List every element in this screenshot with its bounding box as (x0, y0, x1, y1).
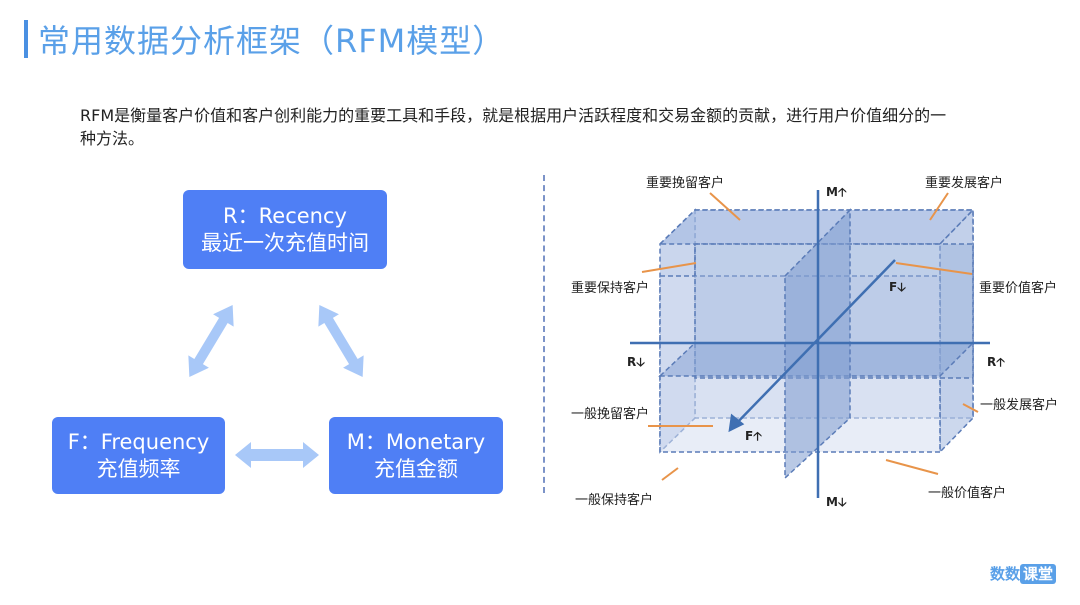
relationship-arrows (188, 304, 364, 468)
arrow-r-m (318, 304, 364, 378)
label-important-retain: 重要挽留客户 (646, 176, 725, 191)
arrow-r-f (188, 304, 234, 378)
monetary-box: M：Monetary 充值金额 (329, 417, 503, 494)
label-important-develop: 重要发展客户 (925, 176, 1004, 191)
recency-box: R：Recency 最近一次充值时间 (183, 190, 387, 269)
label-general-develop: 一般发展客户 (980, 398, 1059, 413)
leader-lines (641, 192, 979, 481)
m-down-label: M🡣 (826, 495, 847, 509)
intro-text: RFM是衡量客户价值和客户创利能力的重要工具和手段，就是根据用户活跃程度和交易金… (80, 106, 947, 148)
f-front-label: F🡡 (745, 429, 762, 443)
page-title: 常用数据分析框架（RFM模型） (38, 22, 506, 60)
section-divider (543, 175, 545, 493)
frequency-subtitle: 充值频率 (96, 456, 181, 481)
monetary-title: M：Monetary (346, 429, 486, 454)
recency-title: R：Recency (223, 203, 347, 228)
label-general-retain: 一般挽留客户 (571, 407, 650, 422)
f-back-label: F🡣 (889, 280, 906, 294)
label-general-keep: 一般保持客户 (575, 493, 654, 508)
brand-logo: 数数课堂 (990, 563, 1057, 584)
cube-top-face (658, 209, 975, 245)
label-general-value: 一般价值客户 (928, 486, 1007, 501)
r-left-label: R🡣 (627, 355, 645, 369)
frequency-title: F：Frequency (67, 429, 210, 454)
frequency-box: F：Frequency 充值频率 (52, 417, 225, 494)
m-up-label: M🡡 (826, 185, 847, 199)
label-important-keep: 重要保持客户 (571, 281, 650, 296)
recency-subtitle: 最近一次充值时间 (201, 230, 369, 255)
f-axis (729, 259, 896, 431)
f-axis-arrowhead (728, 413, 745, 433)
label-important-value: 重要价值客户 (979, 281, 1058, 296)
arrow-f-m (235, 442, 319, 468)
r-right-label: R🡡 (987, 355, 1005, 369)
title-accent-bar (24, 20, 28, 58)
rfm-cube-diagram (630, 190, 990, 498)
monetary-subtitle: 充值金额 (374, 456, 458, 481)
